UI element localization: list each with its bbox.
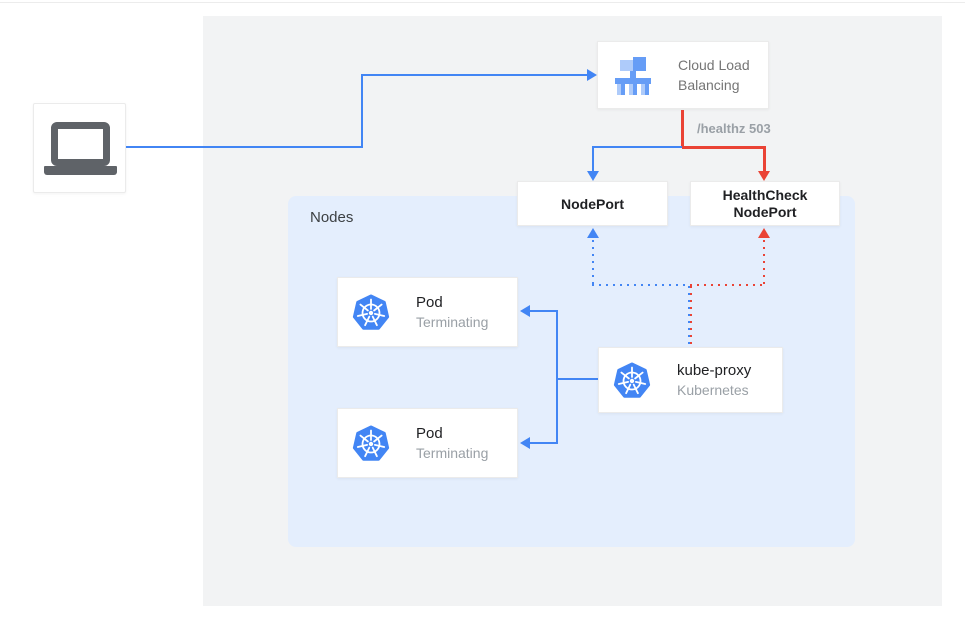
dotted-shared-stem-red: [690, 286, 692, 347]
connector-client-to-clb-h2: [363, 74, 587, 76]
arrowhead-into-hcnp: [758, 171, 770, 181]
nodes-group-label: Nodes: [310, 209, 354, 226]
arrowhead-into-nodeport: [587, 171, 599, 181]
kubernetes-icon: [351, 423, 391, 463]
connector-clb-to-hcnp-v: [763, 148, 766, 172]
clb-label: Cloud Load Balancing: [678, 57, 750, 93]
pod-title: Pod: [416, 293, 443, 311]
healthcheck-nodeport-node: HealthCheck NodePort: [690, 181, 840, 226]
kube-proxy-node: kube-proxy Kubernetes: [598, 347, 783, 413]
connector-to-pod2-h: [530, 442, 558, 444]
pod-status: Terminating: [416, 313, 489, 330]
connector-clb-to-hcnp-h: [682, 146, 766, 149]
kubernetes-icon: [612, 360, 652, 400]
pod-title: Pod: [416, 424, 443, 442]
dotted-red-horizontal: [690, 284, 765, 286]
client-node: [33, 103, 126, 193]
arrowhead-into-pod2: [520, 437, 530, 449]
arrowhead-kproxy-to-hcnp: [758, 228, 770, 238]
pod-node: Pod Terminating: [337, 408, 518, 478]
cloud-load-balancing-node: Cloud Load Balancing: [597, 41, 769, 109]
dotted-shared-stem-blue: [688, 286, 690, 347]
pod-status: Terminating: [416, 444, 489, 461]
connector-clb-to-nodeport-h: [592, 146, 682, 148]
laptop-screen: [51, 122, 110, 166]
healthz-status-label: /healthz 503: [697, 121, 771, 136]
arrowhead-into-clb: [587, 69, 597, 81]
connector-healthz-stem: [681, 110, 684, 148]
dotted-blue-horizontal: [592, 284, 690, 286]
nodeport-node: NodePort: [517, 181, 668, 226]
dotted-blue-vertical: [592, 240, 594, 285]
pod-node: Pod Terminating: [337, 277, 518, 347]
arrowhead-kproxy-to-nodeport: [587, 228, 599, 238]
connector-kproxy-out: [557, 378, 598, 380]
connector-kproxy-split-v: [556, 311, 558, 444]
top-divider: [0, 2, 965, 3]
kubernetes-icon: [351, 292, 391, 332]
nodeport-label: NodePort: [561, 195, 624, 212]
dotted-red-vertical: [763, 240, 765, 285]
connector-client-to-clb-h1: [126, 146, 362, 148]
connector-to-pod1-h: [530, 310, 558, 312]
load-balancer-icon: [613, 55, 653, 95]
kube-proxy-title: kube-proxy: [677, 361, 752, 379]
kube-proxy-subtitle: Kubernetes: [677, 381, 749, 398]
connector-client-to-clb-v: [361, 74, 363, 148]
arrowhead-into-pod1: [520, 305, 530, 317]
connector-clb-to-nodeport-v: [592, 148, 594, 172]
healthcheck-nodeport-label: HealthCheck NodePort: [722, 186, 808, 220]
laptop-base: [44, 166, 117, 175]
